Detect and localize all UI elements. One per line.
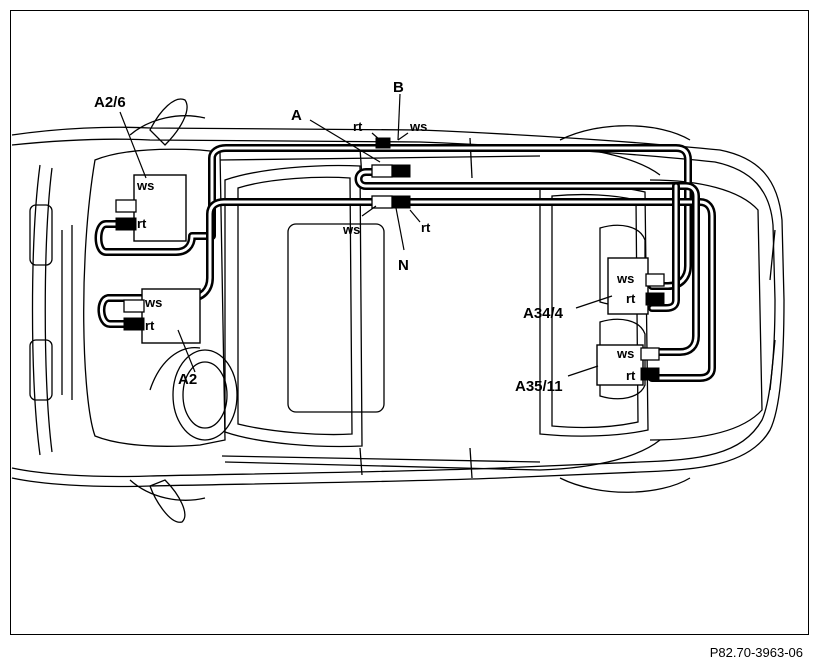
label-rt-top: rt [353, 119, 363, 134]
label-a2: A2 [178, 371, 197, 388]
control-unit-a2-6 [115, 174, 187, 242]
figure-code: P82.70-3963-06 [709, 645, 803, 660]
label-ws-top: ws [409, 119, 427, 134]
label-rt-a2-6: rt [137, 216, 147, 231]
label-ws-a34-4: ws [616, 271, 634, 286]
coupling-connectors [371, 137, 411, 209]
diagram-frame [10, 10, 809, 635]
label-rt-bottom: rt [421, 220, 431, 235]
label-rt-a2: rt [145, 318, 155, 333]
label-connector-n: N [398, 257, 409, 274]
leader-lines [119, 93, 613, 377]
label-connector-a: A [291, 107, 302, 124]
control-unit-a2 [123, 288, 201, 344]
label-ws-a2: ws [144, 295, 162, 310]
label-a34-4: A34/4 [523, 305, 564, 322]
component-labels: A2/6 A2 A34/4 A35/11 A B N [94, 79, 564, 395]
wire-color-labels: ws rt ws rt ws rt ws rt rt ws ws rt [136, 119, 636, 383]
label-ws-bottom: ws [342, 222, 360, 237]
control-unit-a34-4 [607, 257, 665, 315]
label-rt-a35-11: rt [626, 368, 636, 383]
fiber-optic-cables [94, 144, 716, 382]
label-rt-a34-4: rt [626, 291, 636, 306]
label-ws-a35-11: ws [616, 346, 634, 361]
label-a35-11: A35/11 [515, 378, 563, 395]
label-ws-a2-6: ws [136, 178, 154, 193]
control-unit-a35-11 [596, 344, 660, 386]
label-connector-b: B [393, 79, 404, 96]
label-a2-6: A2/6 [94, 94, 126, 111]
